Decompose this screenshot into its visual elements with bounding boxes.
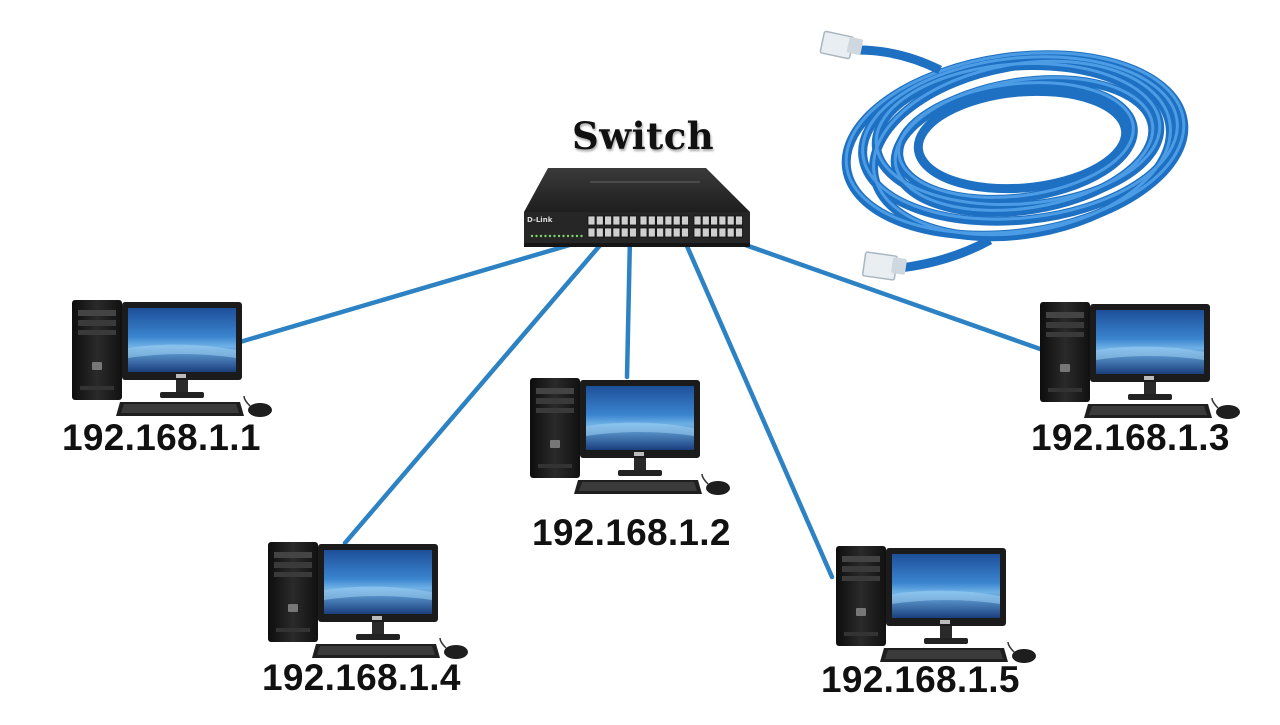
switch-label: Switch: [572, 114, 715, 158]
switch-port: [664, 227, 673, 238]
switch-brand-label: D-Link: [527, 216, 553, 224]
switch-port: [693, 227, 702, 238]
switch-port: [656, 227, 664, 238]
computer-pc-5: [835, 545, 1037, 664]
ip-label-pc-1: 192.168.1.1: [62, 417, 261, 458]
switch-port: [701, 215, 710, 226]
switch-led: [571, 234, 574, 238]
switch-port: [693, 215, 702, 226]
ip-label-pc-2: 192.168.1.2: [532, 512, 731, 553]
switch-port: [710, 227, 718, 238]
switch-port: [735, 227, 743, 238]
switch-led: [566, 234, 570, 238]
switch-port: [647, 215, 656, 226]
switch-port: [612, 227, 621, 238]
switch-port: [587, 215, 596, 226]
cable-to-pc-3: [717, 233, 1046, 353]
network-switch: D-Link: [524, 168, 750, 247]
cable-to-pc-4: [342, 233, 611, 546]
computer-pc-2: [529, 377, 731, 496]
ip-label-pc-3: 192.168.1.3: [1031, 417, 1230, 458]
switch-port: [656, 215, 664, 226]
ethernet-cable-coil: [819, 30, 1189, 281]
switch-port: [629, 227, 637, 238]
switch-port: [587, 227, 596, 238]
switch-port: [664, 215, 673, 226]
switch-port: [595, 227, 604, 238]
switch-led: [530, 234, 534, 238]
switch-led: [535, 234, 538, 238]
switch-port: [604, 227, 612, 238]
cables: [237, 233, 1046, 580]
switch-port: [612, 215, 621, 226]
rj45-connector-top: [819, 30, 864, 60]
switch-port: [639, 227, 648, 238]
switch-port: [681, 227, 689, 238]
computer-pc-1: [71, 299, 273, 418]
cable-to-pc-5: [680, 234, 835, 580]
switch-port: [701, 227, 710, 238]
switch-port: [672, 227, 681, 238]
switch-led: [539, 234, 543, 238]
switch-port: [620, 227, 629, 238]
switch-port: [595, 215, 604, 226]
switch-led: [562, 234, 565, 238]
switch-led: [544, 234, 547, 238]
computer-pc-4: [267, 541, 469, 660]
switch-ports: [530, 215, 743, 238]
cable-to-pc-1: [237, 233, 603, 345]
switch-port: [681, 215, 689, 226]
ip-label-pc-5: 192.168.1.5: [821, 659, 1020, 700]
switch-port: [620, 215, 629, 226]
switch-led: [575, 234, 579, 238]
switch-port: [629, 215, 637, 226]
cable-to-pc-2: [624, 234, 633, 380]
rj45-connector-bottom: [861, 251, 907, 281]
computer-pc-3: [1039, 301, 1241, 420]
switch-port: [718, 215, 727, 226]
switch-port: [672, 215, 681, 226]
switch-port: [604, 215, 612, 226]
switch-led: [557, 234, 561, 238]
switch-led: [553, 234, 556, 238]
switch-port: [726, 227, 735, 238]
switch-port: [639, 215, 648, 226]
switch-port: [710, 215, 718, 226]
switch-port: [735, 215, 743, 226]
switch-port: [718, 227, 727, 238]
switch-led: [548, 234, 552, 238]
switch-port: [647, 227, 656, 238]
ip-label-pc-4: 192.168.1.4: [262, 657, 461, 698]
switch-led: [580, 234, 583, 238]
switch-port: [726, 215, 735, 226]
